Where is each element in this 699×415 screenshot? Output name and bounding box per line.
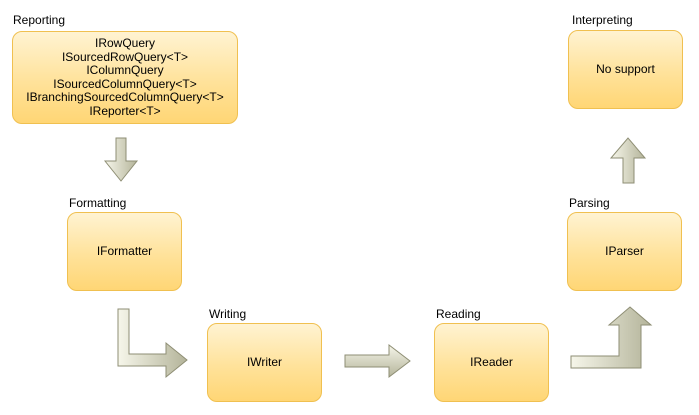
node-line: IRowQuery — [94, 36, 156, 50]
arrow-writing-to-reading — [344, 343, 411, 379]
stage-label-interpreting: Interpreting — [572, 13, 633, 27]
node-line: IReader — [470, 354, 513, 369]
node-writing: IWriter — [207, 323, 322, 402]
node-reporting: IRowQuery ISourcedRowQuery<T> IColumnQue… — [12, 31, 238, 124]
node-line: IColumnQuery — [86, 63, 164, 77]
node-line: No support — [596, 61, 655, 76]
node-line: IFormatter — [96, 243, 153, 258]
node-parsing: IParser — [567, 212, 682, 291]
stage-label-writing: Writing — [209, 307, 247, 321]
stage-label-reporting: Reporting — [13, 13, 66, 27]
arrow-reading-to-parsing — [570, 306, 653, 369]
node-line: IParser — [605, 243, 644, 258]
stage-label-reading: Reading — [436, 307, 481, 321]
node-reading: IReader — [434, 323, 549, 402]
stage-label-parsing: Parsing — [569, 196, 610, 210]
arrow-parsing-to-interpreting — [609, 137, 647, 184]
node-line: ISourcedColumnQuery<T> — [53, 76, 197, 91]
node-line: IReporter<T> — [89, 103, 161, 118]
arrow-formatting-to-writing — [117, 308, 188, 379]
node-line: IBranchingSourcedColumnQuery<T> — [26, 90, 224, 104]
node-formatting: IFormatter — [67, 212, 182, 291]
node-line: ISourcedRowQuery<T> — [61, 49, 189, 64]
node-line: IWriter — [246, 354, 283, 369]
arrow-reporting-to-formatting — [103, 137, 139, 182]
stage-label-formatting: Formatting — [69, 196, 127, 210]
node-interpreting: No support — [568, 30, 683, 109]
